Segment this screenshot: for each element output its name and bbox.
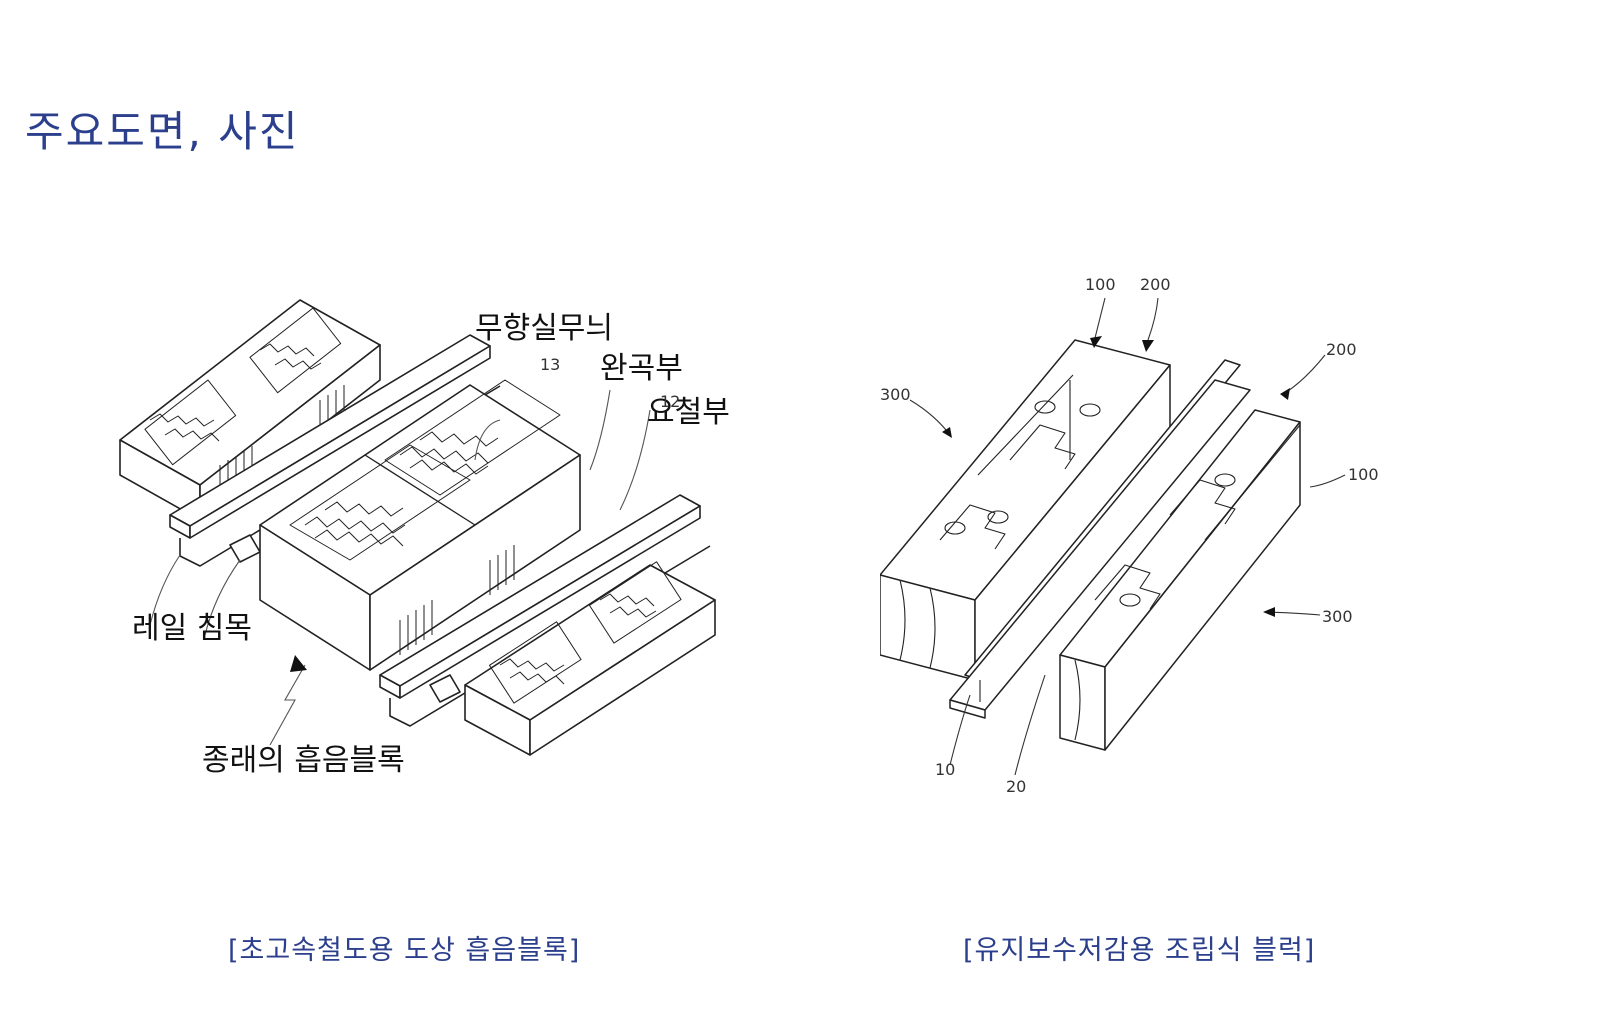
ref-number-10: 10	[935, 760, 955, 779]
left-patent-figure: 무향실무늬 완곡부 요철부 레일 침목 종래의 흡음블록 13 12	[110, 280, 750, 800]
ref-number-300-right: 300	[1322, 607, 1353, 626]
label-curved-part: 완곡부	[600, 351, 683, 386]
label-uneven-part: 요철부	[647, 395, 730, 430]
right-figure-caption: [유지보수저감용 조립식 블럭]	[963, 935, 1316, 966]
left-figure-caption: [초고속철도용 도상 흡음블록]	[228, 935, 581, 966]
sound-absorbing-block-drawing: 무향실무늬 완곡부 요철부 레일 침목 종래의 흡음블록 13 12	[119, 299, 730, 778]
ref-number-20: 20	[1006, 777, 1026, 796]
right-patent-figure: 100 200 200 300 100 300 10 20	[879, 270, 1440, 830]
label-conventional-block: 종래의 흡음블록	[202, 743, 405, 778]
ref-number-200-top: 200	[1140, 275, 1171, 294]
ref-number-100-top: 100	[1085, 275, 1116, 294]
ref-number-200-right: 200	[1326, 340, 1357, 359]
ref-number-13: 13	[540, 355, 560, 374]
page-title: 주요도면, 사진	[25, 107, 300, 156]
label-no-direction-pattern: 무향실무늬	[475, 311, 613, 346]
ref-number-300-left: 300	[880, 385, 911, 404]
prefabricated-block-drawing: 100 200 200 300 100 300 10 20	[879, 275, 1379, 796]
ref-number-100-right: 100	[1348, 465, 1379, 484]
label-rail-sleeper: 레일 침목	[132, 611, 252, 646]
ref-number-12: 12	[660, 392, 680, 411]
